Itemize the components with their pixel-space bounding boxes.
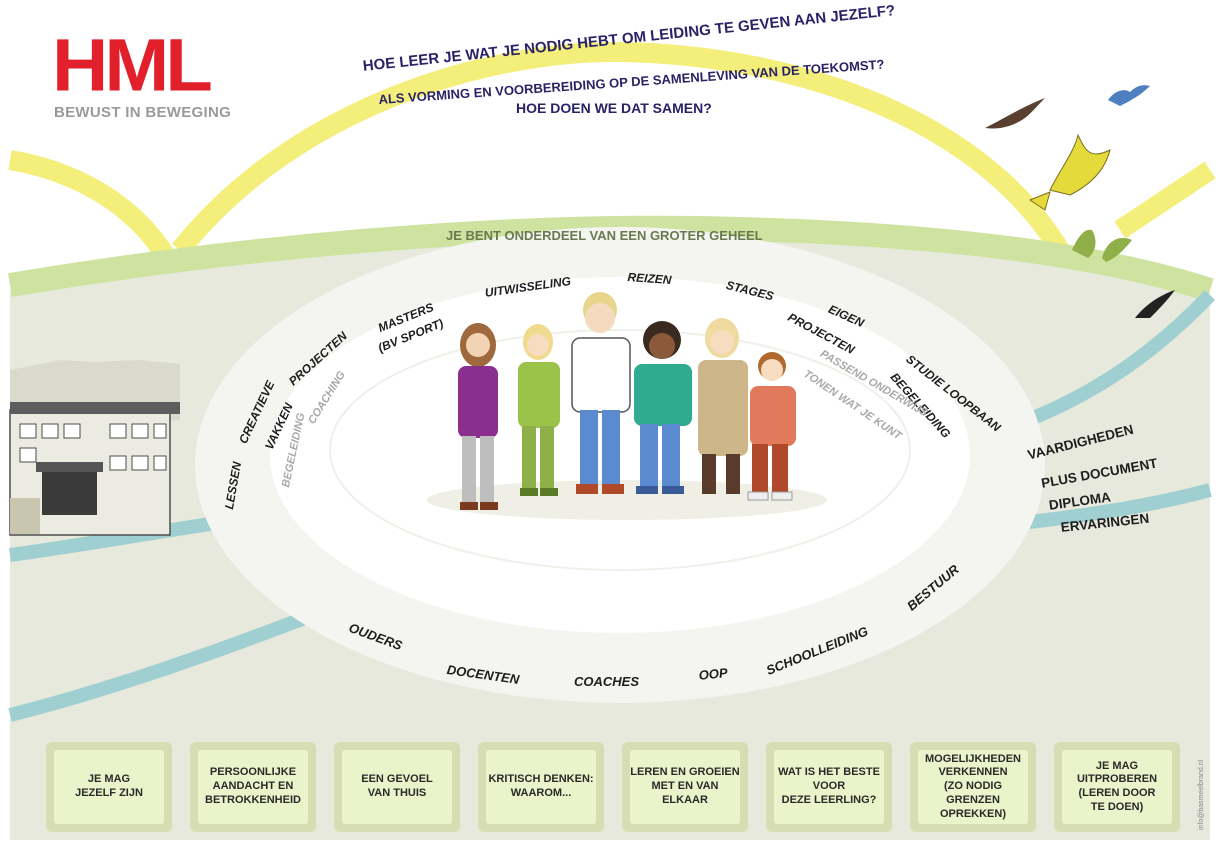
person-5	[698, 318, 748, 494]
credit-text: info@basmeelbrand.nl	[1198, 759, 1205, 830]
band-text: JE BENT ONDERDEEL VAN EEN GROTER GEHEEL	[446, 228, 763, 243]
bird-blue	[1108, 85, 1150, 106]
person-4	[634, 321, 692, 494]
bird-yellow	[1028, 133, 1111, 211]
card-text: EEN GEVOEL VAN THUIS	[361, 773, 433, 799]
label-coaches: COACHES	[574, 674, 640, 689]
card-gevoel-van-thuis: EEN GEVOEL VAN THUIS	[334, 742, 460, 832]
card-text: MOGELIJKHEDEN VERKENNEN (ZO NODIG GRENZE…	[925, 752, 1021, 820]
card-jezelf-zijn: JE MAG JEZELF ZIJN	[46, 742, 172, 832]
card-kritisch-denken: KRITISCH DENKEN: WAAROM...	[478, 742, 604, 832]
person-1	[458, 323, 498, 510]
arc-main	[172, 41, 1069, 257]
card-mogelijkheden-verkennen: MOGELIJKHEDEN VERKENNEN (ZO NODIG GRENZE…	[910, 742, 1036, 832]
label-reizen: REIZEN	[627, 270, 672, 288]
card-text: PERSOONLIJKE AANDACHT EN BETROKKENHEID	[205, 766, 301, 806]
card-text: WAT IS HET BESTE VOOR DEZE LEERLING?	[778, 766, 880, 806]
bird-green	[1072, 229, 1132, 262]
logo-tagline: BEWUST IN BEWEGING	[54, 104, 232, 121]
card-text: JE MAG JEZELF ZIJN	[75, 773, 143, 799]
card-text: JE MAG UITPROBEREN (LEREN DOOR TE DOEN)	[1076, 759, 1158, 813]
card-persoonlijke-aandacht: PERSOONLIJKE AANDACHT EN BETROKKENHEID	[190, 742, 316, 832]
card-uitproberen: JE MAG UITPROBEREN (LEREN DOOR TE DOEN)	[1054, 742, 1180, 832]
school-building	[9, 360, 180, 536]
label-oop: OOP	[698, 664, 729, 683]
bird-brown	[985, 98, 1045, 129]
card-beste-voor-leerling: WAT IS HET BESTE VOOR DEZE LEERLING?	[766, 742, 892, 832]
logo-hml: HML	[52, 23, 213, 107]
arc-line-3: HOE DOEN WE DAT SAMEN?	[516, 100, 712, 116]
people-group	[427, 292, 827, 520]
green-band	[8, 215, 1214, 302]
card-text: LEREN EN GROEIEN MET EN VAN ELKAAR	[630, 766, 740, 806]
arc-left	[8, 150, 174, 261]
bird-swallow	[1135, 290, 1175, 318]
arc-right	[1114, 161, 1216, 239]
person-2	[518, 324, 560, 496]
person-3	[571, 292, 631, 494]
person-6	[747, 352, 796, 501]
card-leren-en-groeien: LEREN EN GROEIEN MET EN VAN ELKAAR	[622, 742, 748, 832]
card-text: KRITISCH DENKEN: WAAROM...	[488, 773, 594, 799]
